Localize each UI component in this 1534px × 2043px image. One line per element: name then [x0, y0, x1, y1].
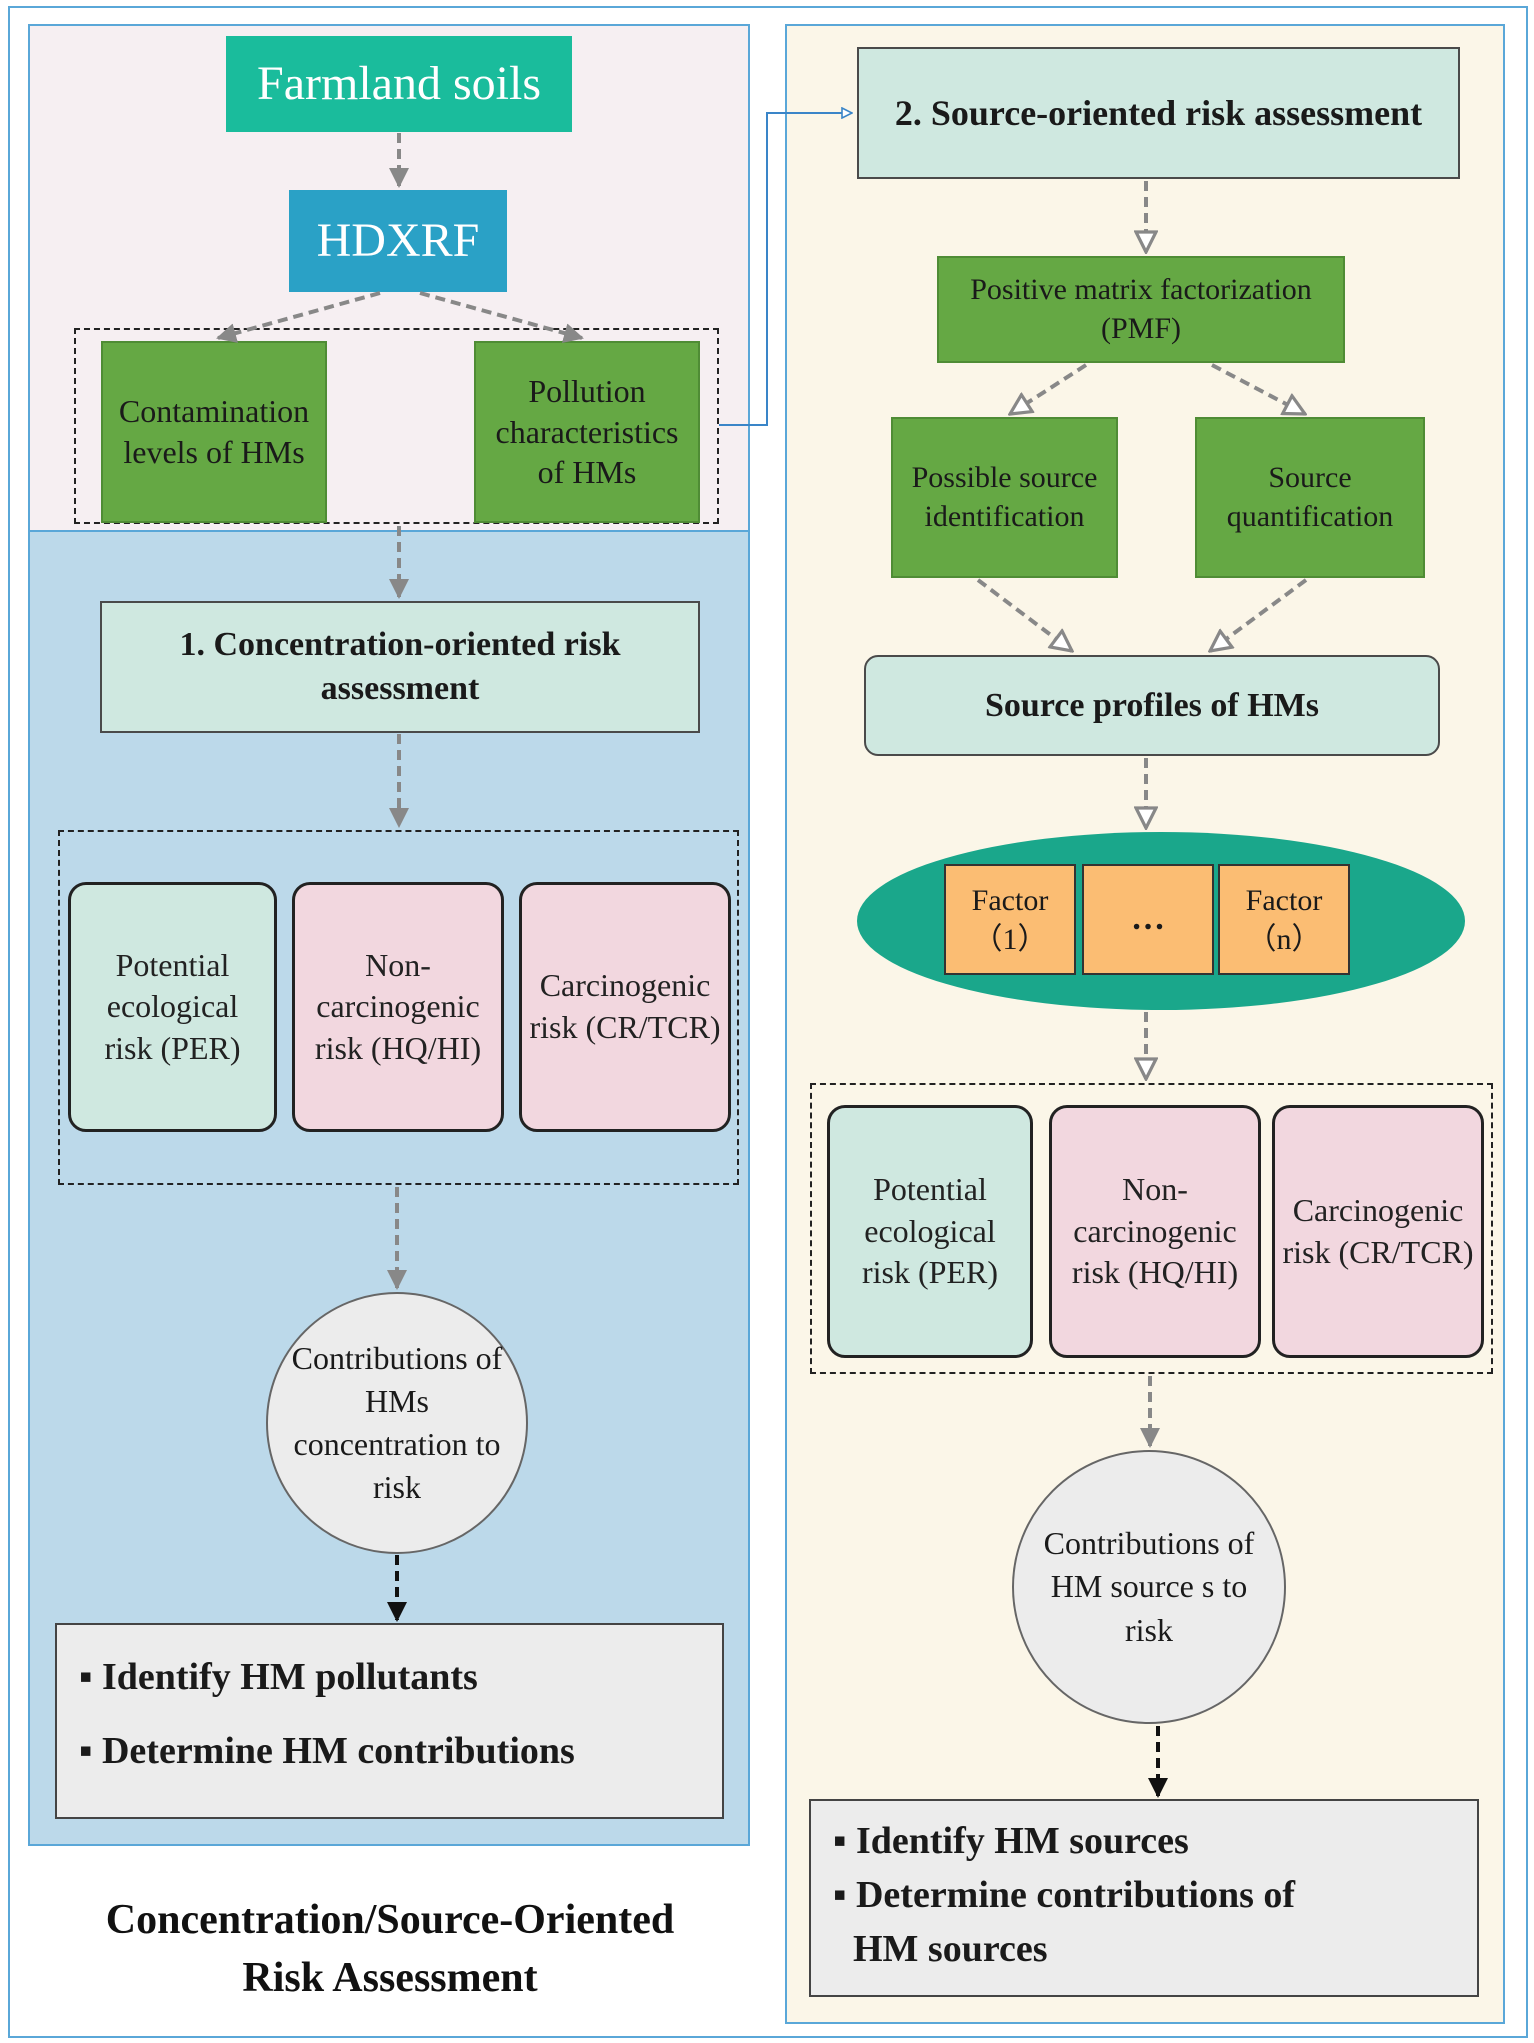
left-contributions-circle: Contributions of HMs concentration to ri…: [266, 1292, 528, 1554]
hdxrf-box: HDXRF: [289, 190, 507, 292]
right-per-box: Potential ecological risk (PER): [827, 1105, 1033, 1358]
concentration-assessment-box: 1. Concentration-oriented risk assessmen…: [100, 601, 700, 733]
source-profiles-box: Source profiles of HMs: [864, 655, 1440, 756]
right-contributions-circle: Contributions of HM source s to risk: [1012, 1450, 1286, 1724]
arrow-pmf-quant: [1211, 363, 1305, 416]
right-carcinogenic-box: Carcinogenic risk (CR/TCR): [1272, 1105, 1484, 1358]
outer-frame: [8, 6, 1528, 2038]
pmf-box: Positive matrix factorization (PMF): [937, 256, 1345, 363]
source-quantification-box: Source quantification: [1195, 417, 1425, 578]
arrow-possible-profiles: [976, 578, 1072, 651]
caption: Concentration/Source-Oriented Risk Asses…: [30, 1892, 750, 2008]
left-result-identify: ▪ Identify HM pollutants: [79, 1656, 478, 1698]
pollution-characteristics-box: Pollution characteristics of HMs: [474, 341, 700, 523]
left-result-determine: ▪ Determine HM contributions: [79, 1730, 575, 1772]
possible-source-box: Possible source identification: [891, 417, 1118, 578]
right-result-determine: ▪ Determine contributions of: [833, 1874, 1296, 1916]
source-assessment-box: 2. Source-oriented risk assessment: [857, 47, 1460, 179]
caption-line1: Concentration/Source-Oriented: [105, 1897, 675, 1943]
arrow-pmf-possible: [1010, 363, 1088, 414]
caption-line2: Risk Assessment: [242, 1954, 538, 2001]
factor-ellipsis-box: …: [1082, 864, 1214, 975]
factor-1-box: Factor （1）: [944, 864, 1076, 975]
arrow-hdxrf-contamination: [216, 291, 381, 343]
connector-left-to-right: [719, 113, 852, 426]
left-per-box: Potential ecological risk (PER): [68, 882, 277, 1132]
factor-n-box: Factor （n）: [1218, 864, 1350, 975]
right-result-identify: ▪ Identify HM sources: [833, 1820, 1189, 1862]
right-risk-group: [810, 1083, 1493, 1374]
arrow-hdxrf-pollution: [419, 291, 584, 343]
left-noncarcinogenic-box: Non-carcinogenic risk (HQ/HI): [292, 882, 504, 1132]
right-result-determine-cont: HM sources: [853, 1928, 1048, 1970]
right-noncarcinogenic-box: Non-carcinogenic risk (HQ/HI): [1049, 1105, 1261, 1358]
left-risk-group: [58, 830, 739, 1185]
farmland-soils-box: Farmland soils: [226, 36, 572, 132]
contamination-levels-box: Contamination levels of HMs: [101, 341, 327, 523]
arrow-quant-profiles: [1210, 578, 1308, 651]
right-results-box: ▪ Identify HM sources ▪ Determine contri…: [809, 1799, 1479, 1997]
left-carcinogenic-box: Carcinogenic risk (CR/TCR): [519, 882, 731, 1132]
hm-characteristics-group: [74, 328, 719, 524]
left-results-box: ▪ Identify HM pollutants ▪ Determine HM …: [55, 1623, 724, 1819]
